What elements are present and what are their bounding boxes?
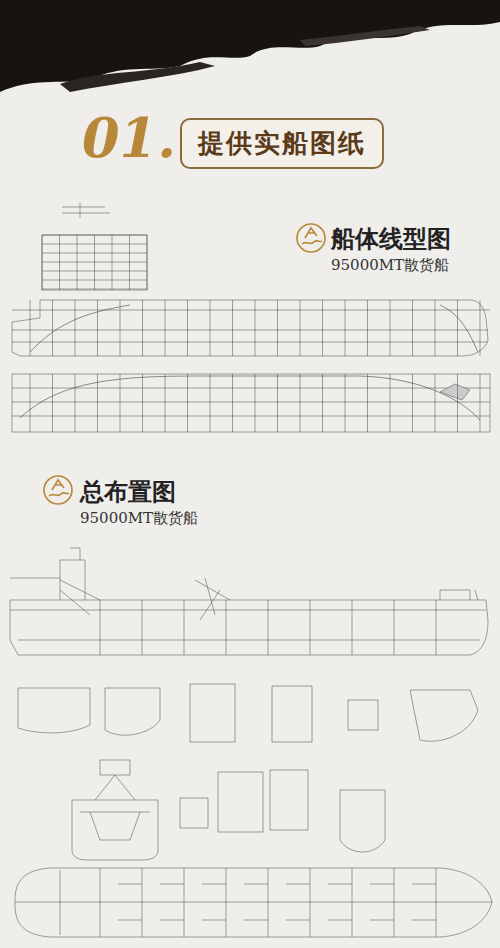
drawing-line: [390, 374, 391, 432]
drawing-line: [436, 868, 437, 937]
drawing-line: [310, 600, 311, 655]
drawing-line: [268, 868, 269, 937]
drawing-line: [370, 920, 394, 921]
drawing-line: [352, 868, 353, 937]
drawing-line: [394, 600, 395, 655]
drawing-line: [480, 300, 481, 356]
drawing-line: [268, 600, 269, 655]
drawing-line: [120, 300, 121, 356]
drawing-line: [255, 374, 256, 432]
drawing-line: [75, 300, 76, 356]
drawing-line: [345, 374, 346, 432]
drawing-line: [30, 300, 31, 356]
drawing-line: [184, 600, 185, 655]
drawing-line: [142, 868, 143, 937]
drawing-line: [165, 374, 166, 432]
ship-subtitle: 95000MT散货船: [331, 256, 449, 275]
drawing-line: [412, 884, 436, 885]
drawing-line: [286, 884, 310, 885]
drawing-line: [202, 884, 226, 885]
drawing-line: [210, 300, 211, 356]
drawing-line: [232, 300, 233, 356]
section-title: 总布置图: [80, 476, 176, 508]
drawing-line: [187, 374, 188, 432]
drawing-line: [255, 300, 256, 356]
drawing-line: [202, 920, 226, 921]
drawing-line: [77, 235, 78, 290]
drawing-line: [300, 374, 301, 432]
drawing-line: [42, 289, 147, 290]
section-title: 船体线型图: [331, 223, 451, 255]
drawing-line: [352, 600, 353, 655]
drawing-line: [322, 300, 323, 356]
drawing-line: [370, 884, 394, 885]
drawing-line: [457, 300, 458, 356]
drawing-line: [42, 262, 147, 263]
drawing-line: [322, 374, 323, 432]
drawing-line: [112, 235, 113, 290]
drawing-line: [59, 235, 60, 290]
drawing-line: [367, 374, 368, 432]
drawing-line: [160, 920, 184, 921]
drawing-line: [97, 300, 98, 356]
drawing-line: [435, 300, 436, 356]
drawing-line: [310, 868, 311, 937]
drawing-line: [165, 300, 166, 356]
drawing-line: [328, 920, 352, 921]
drawing-line: [118, 884, 142, 885]
drawing-line: [412, 300, 413, 356]
drawing-line: [277, 300, 278, 356]
drawing-line: [52, 374, 53, 432]
drawing-line: [232, 374, 233, 432]
banner-text: 提供实船图纸: [198, 126, 366, 161]
drawing-line: [480, 374, 481, 432]
drawing-line: [42, 271, 147, 272]
drawing-line: [118, 920, 142, 921]
drawing-line: [457, 374, 458, 432]
drawing-line: [42, 280, 147, 281]
drawing-line: [42, 235, 43, 290]
drawing-line: [345, 300, 346, 356]
drawing-line: [367, 300, 368, 356]
drawing-line: [52, 300, 53, 356]
drawing-line: [160, 884, 184, 885]
drawing-line: [129, 235, 130, 290]
drawing-line: [147, 235, 148, 290]
drawing-line: [142, 300, 143, 356]
drawing-line: [184, 868, 185, 937]
drawing-line: [226, 600, 227, 655]
drawing-line: [187, 300, 188, 356]
section-number: 01.: [82, 106, 176, 170]
drawing-line: [226, 868, 227, 937]
title-banner: 提供实船图纸: [180, 118, 384, 169]
drawing-line: [142, 600, 143, 655]
drawing-line: [277, 374, 278, 432]
drawing-line: [328, 884, 352, 885]
drawing-line: [436, 600, 437, 655]
drawing-line: [75, 374, 76, 432]
drawing-line: [142, 374, 143, 432]
drawing-line: [390, 300, 391, 356]
drawing-line: [100, 600, 101, 655]
drawing-line: [286, 920, 310, 921]
drawing-line: [394, 868, 395, 937]
drawing-line: [210, 374, 211, 432]
drawing-line: [412, 374, 413, 432]
drawing-line: [412, 920, 436, 921]
drawing-line: [435, 374, 436, 432]
ship-subtitle: 95000MT散货船: [80, 509, 198, 528]
drawing-line: [30, 374, 31, 432]
drawing-line: [244, 920, 268, 921]
drawing-line: [94, 235, 95, 290]
drawing-line: [300, 300, 301, 356]
drawing-line: [244, 884, 268, 885]
drawing-line: [97, 374, 98, 432]
drawing-line: [120, 374, 121, 432]
drawing-line: [100, 868, 101, 937]
